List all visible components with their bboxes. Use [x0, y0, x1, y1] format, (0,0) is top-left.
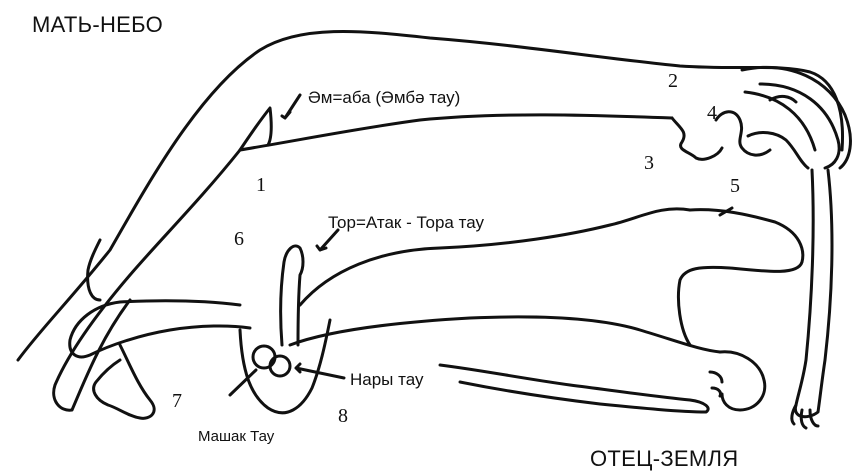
sky-figure-hair-strand: [745, 92, 815, 150]
earth-figure-body-bottom: [290, 317, 720, 352]
arrow-tor-atak: [317, 230, 338, 250]
left-testicle: [253, 346, 275, 368]
tor-atak-label: Тор=Атак - Тора тау: [328, 213, 484, 233]
earth-figure-upper-arm: [678, 210, 802, 345]
earth-figure-leg-lower: [94, 345, 154, 418]
earth-figure-head: [720, 352, 765, 410]
sky-figure-hair-inner: [760, 84, 839, 168]
figure-number-1: 1: [256, 174, 266, 197]
earth-figure-leg-upper: [70, 301, 250, 357]
earth-figure-face: [710, 372, 722, 396]
earth-figure-pelvis: [240, 320, 330, 413]
nary-tau-label: Нары тау: [350, 370, 424, 390]
figure-number-3: 3: [644, 152, 654, 175]
mashak-tau-label: Машак Тау: [198, 428, 274, 445]
earth-figure-arm-lower: [440, 365, 708, 412]
sky-figure-torso-line: [240, 115, 672, 150]
mother-sky-title: МАТЬ-НЕБО: [32, 12, 163, 38]
figure-number-5: 5: [730, 175, 740, 198]
figure-number-4: 4: [707, 102, 717, 125]
arrow-em-aba: [282, 95, 300, 118]
sky-figure-back-outline: [18, 31, 843, 360]
sky-figure-face-3: [748, 133, 808, 168]
figure-number-2: 2: [668, 70, 678, 93]
em-aba-label: Әм=аба (Әмбә тау): [308, 88, 460, 108]
father-earth-title: ОТЕЦ-ЗЕМЛЯ: [590, 446, 738, 472]
figure-number-7: 7: [172, 390, 182, 413]
figure-number-8: 8: [338, 405, 348, 428]
sky-figure-right-arm: [795, 170, 832, 417]
sky-figure-breast: [240, 108, 271, 150]
figure-number-6: 6: [234, 228, 244, 251]
phallus-outline: [281, 246, 303, 345]
right-testicle: [270, 356, 290, 376]
